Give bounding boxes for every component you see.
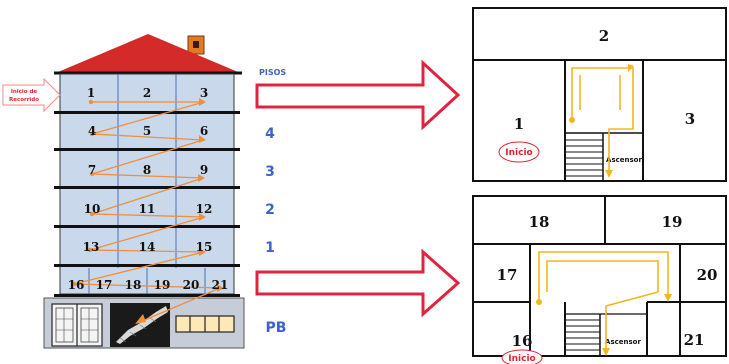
room-number: 3 (200, 86, 208, 100)
room-number: 7 (88, 163, 96, 177)
start-label-line2: Recorrido (9, 97, 39, 103)
room-number: 19 (154, 278, 171, 292)
room-21-label: 21 (684, 331, 705, 349)
elevator-label-mezzanine: Ascensor (605, 338, 641, 346)
stairs-level5 (565, 139, 603, 177)
building-room-numbers: 1 2 3 4 5 6 7 8 9 10 11 12 13 14 15 16 1… (68, 86, 229, 292)
room-20-label: 20 (697, 266, 718, 284)
room-number: 13 (83, 240, 100, 254)
plan-route-level5 (571, 67, 634, 173)
building (43, 34, 245, 349)
room-17-label: 17 (497, 266, 518, 284)
start-badge-text: Inicio (505, 148, 532, 158)
start-label-line1: Inicio de (11, 89, 38, 95)
room-number: 9 (200, 163, 208, 177)
floor5-connector-arrow (255, 59, 461, 131)
plan-route-mezzanine (538, 251, 669, 350)
room-number: 18 (125, 278, 142, 292)
room-number: 12 (196, 202, 213, 216)
room-number: 1 (87, 86, 95, 100)
elevator-label-level5: Ascensor (606, 156, 642, 164)
room-number: 20 (183, 278, 200, 292)
floors-header: PISOS (259, 68, 286, 77)
facade (59, 73, 235, 295)
room-number: 10 (84, 202, 101, 216)
room-3-label: 3 (685, 110, 695, 128)
start-badge-mezzanine (501, 349, 543, 364)
route-start-arrow: Inicio de Recorrido (2, 77, 61, 113)
room-1-label: 1 (514, 115, 524, 133)
ground-floor-staircase (110, 303, 170, 347)
plan-route-mezzanine-markers (536, 294, 672, 356)
floor-plan-mezzanine: 18 19 17 20 16 21 Inicio Ascensor (472, 195, 727, 364)
room-number: 6 (200, 124, 208, 138)
room-2-label: 2 (599, 27, 609, 45)
stairs-mezzanine (565, 319, 600, 351)
room-number: 21 (212, 278, 229, 292)
room-number: 5 (143, 124, 151, 138)
room-number: 17 (96, 278, 113, 292)
room-number: 14 (139, 240, 156, 254)
room-number: 4 (88, 124, 96, 138)
floor-label-pb: PB (266, 320, 287, 336)
floor-plan-level5: 2 1 3 Inicio Ascensor (472, 7, 727, 182)
route-stops (71, 99, 95, 287)
building-evacuation-route (73, 101, 221, 323)
roof (58, 34, 238, 72)
floor-label-4: 4 (265, 126, 275, 142)
start-badge-text: Inicio (508, 354, 535, 364)
room-number: 2 (143, 86, 151, 100)
room-number: 11 (139, 202, 156, 216)
start-badge-level5 (498, 141, 540, 163)
ground-floor-windows (175, 315, 235, 333)
floor-label-3: 3 (265, 164, 275, 180)
room-18-label: 18 (529, 213, 550, 231)
entrance-doors (51, 303, 103, 347)
room-number: 15 (196, 240, 213, 254)
room-19-label: 19 (662, 213, 683, 231)
chimney-opening (193, 41, 199, 48)
plan-route-level5-markers (569, 64, 634, 178)
route-arrowheads (135, 98, 224, 324)
room-number: 8 (143, 163, 151, 177)
mezzanine-connector-arrow (255, 248, 461, 318)
room-number: 16 (68, 278, 85, 292)
floor-label-2: 2 (265, 202, 275, 218)
room-16-label: 16 (512, 332, 533, 350)
floor-label-1: 1 (265, 240, 275, 256)
